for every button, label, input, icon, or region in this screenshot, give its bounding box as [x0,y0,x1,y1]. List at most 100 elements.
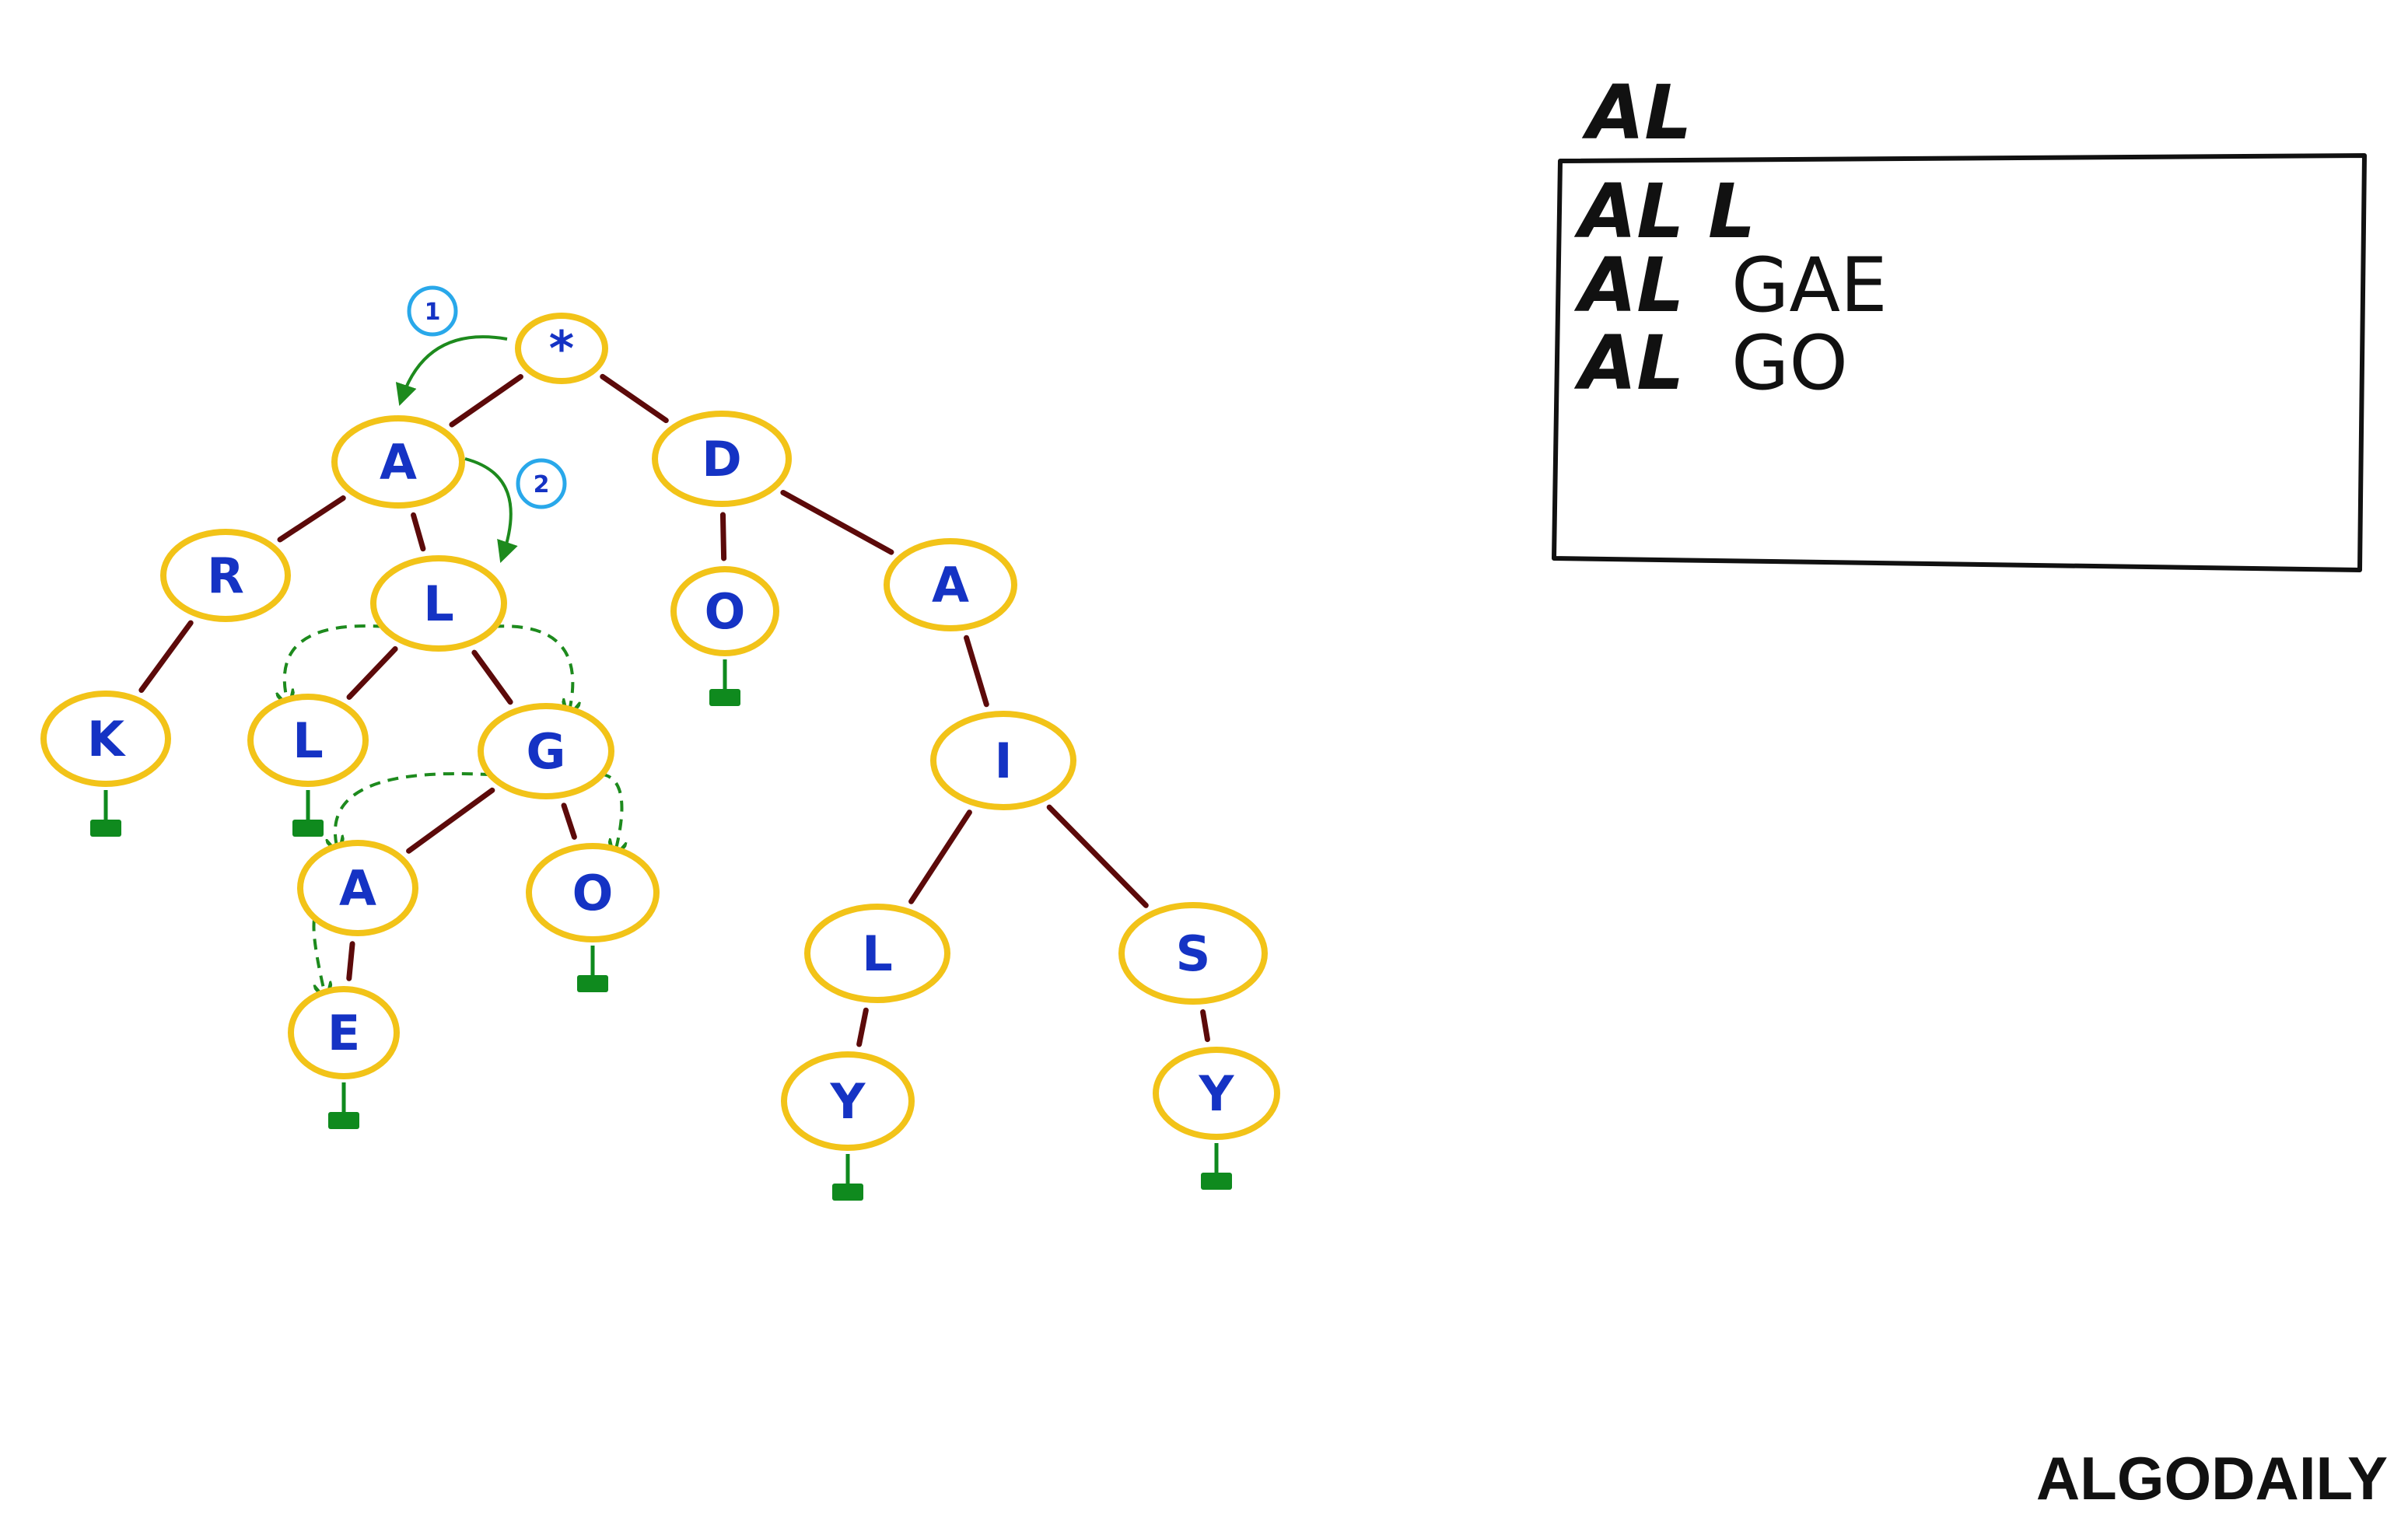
node-letter: * [549,320,574,377]
trie-node-root: * [515,313,608,384]
word-end-markers [90,659,1232,1201]
trie-edge [1200,1009,1210,1043]
node-circle [1118,902,1268,1005]
node-letter: E [327,1005,360,1061]
word-end-marker [1201,1173,1232,1190]
node-letter: D [702,431,741,488]
node-letter: S [1176,925,1211,982]
word-end-marker [328,1112,359,1129]
traversal-arrow [285,624,404,703]
trie-node-a3: A [884,538,1017,631]
result-prefix: AL [1573,320,1684,407]
result-row: AL GO [1573,320,1848,407]
result-row: AL GAE [1573,242,1888,329]
trie-node-a1: A [331,415,465,509]
step-badge [516,458,567,509]
trie-edge [471,649,513,705]
word-end-marker [90,820,121,837]
node-letter: R [207,547,244,604]
node-letter: A [380,434,417,491]
node-circle [370,555,507,652]
node-circle [884,538,1017,631]
result-rest: GO [1731,320,1848,407]
word-end-marker [832,1184,863,1201]
brand-logo: ALGODAILY [2036,1444,2388,1512]
word-end-marker [577,975,608,992]
trie-edge [856,1007,869,1047]
trie-node-o2: O [526,843,660,942]
node-letter: K [87,711,126,767]
step-number: 1 [425,299,441,326]
node-circle [40,691,171,787]
node-letter: G [527,723,566,780]
node-letter: I [994,733,1012,789]
trie-edge [561,802,577,840]
trie-node-e1: E [288,986,400,1079]
node-circle [331,415,465,509]
trie-node-l1: L [370,555,507,652]
node-circle [1153,1047,1280,1140]
node-letter: L [423,575,454,632]
step-number: 2 [534,471,550,498]
trie-edges [138,373,1210,1047]
traversal-arrow [335,771,510,850]
trie-edge [346,941,355,981]
node-letter: L [292,712,324,769]
node-circle [247,694,369,787]
trie-edge [908,809,972,904]
node-letter: Y [830,1073,866,1130]
word-end-marker [709,689,740,706]
query-text: AL [1581,69,1692,156]
trie-edge [449,374,523,428]
node-letter: L [862,925,893,982]
trie-node-l3: L [804,904,950,1003]
node-circle [288,986,400,1079]
results-box [1552,153,2367,572]
step-arrow [395,335,508,406]
result-prefix: AL [1573,242,1684,329]
traversal-arrow [581,772,621,853]
node-circle [670,566,779,656]
step-arrow [464,457,518,563]
trie-edge [600,373,669,424]
trie-node-a2: A [297,840,418,936]
result-prefix: AL [1573,168,1684,255]
step-badge [407,285,458,337]
trie-edge [1046,804,1149,908]
trie-node-d1: D [652,411,792,507]
result-rest: L [1708,168,1755,255]
trie-edge [346,646,398,700]
trie-node-k1: K [40,691,171,787]
trie-node-y2: Y [1153,1047,1280,1140]
trie-node-g1: G [478,703,614,799]
trie-edge [964,635,989,708]
node-circle [515,313,608,384]
trie-node-l2: L [247,694,369,787]
result-rest: GAE [1731,242,1888,329]
node-letter: A [339,860,376,917]
trie-node-o1: O [670,566,779,656]
step-arrows: 12 [395,285,567,563]
word-end-marker [292,820,324,837]
trie-edge [780,489,894,555]
autocomplete-panel: AL AL L AL GAE AL GO [1552,69,2367,572]
trie-node-s1: S [1118,902,1268,1005]
trie-nodes: * A D R L O A K L G I A O L S E Y Y [40,313,1280,1151]
result-row: AL L [1573,168,1755,255]
node-circle [526,843,660,942]
node-circle [804,904,950,1003]
traversal-arrow [474,624,572,712]
node-circle [160,529,291,622]
node-circle [652,411,792,507]
traversal-arrows [285,624,622,995]
node-circle [930,711,1076,810]
node-letter: O [572,865,614,921]
node-circle [297,840,418,936]
node-letter: A [932,557,969,614]
node-letter: O [705,583,746,640]
trie-node-i1: I [930,711,1076,810]
node-circle [781,1051,915,1151]
trie-edge [411,512,426,552]
trie-node-y1: Y [781,1051,915,1151]
node-circle [478,703,614,799]
